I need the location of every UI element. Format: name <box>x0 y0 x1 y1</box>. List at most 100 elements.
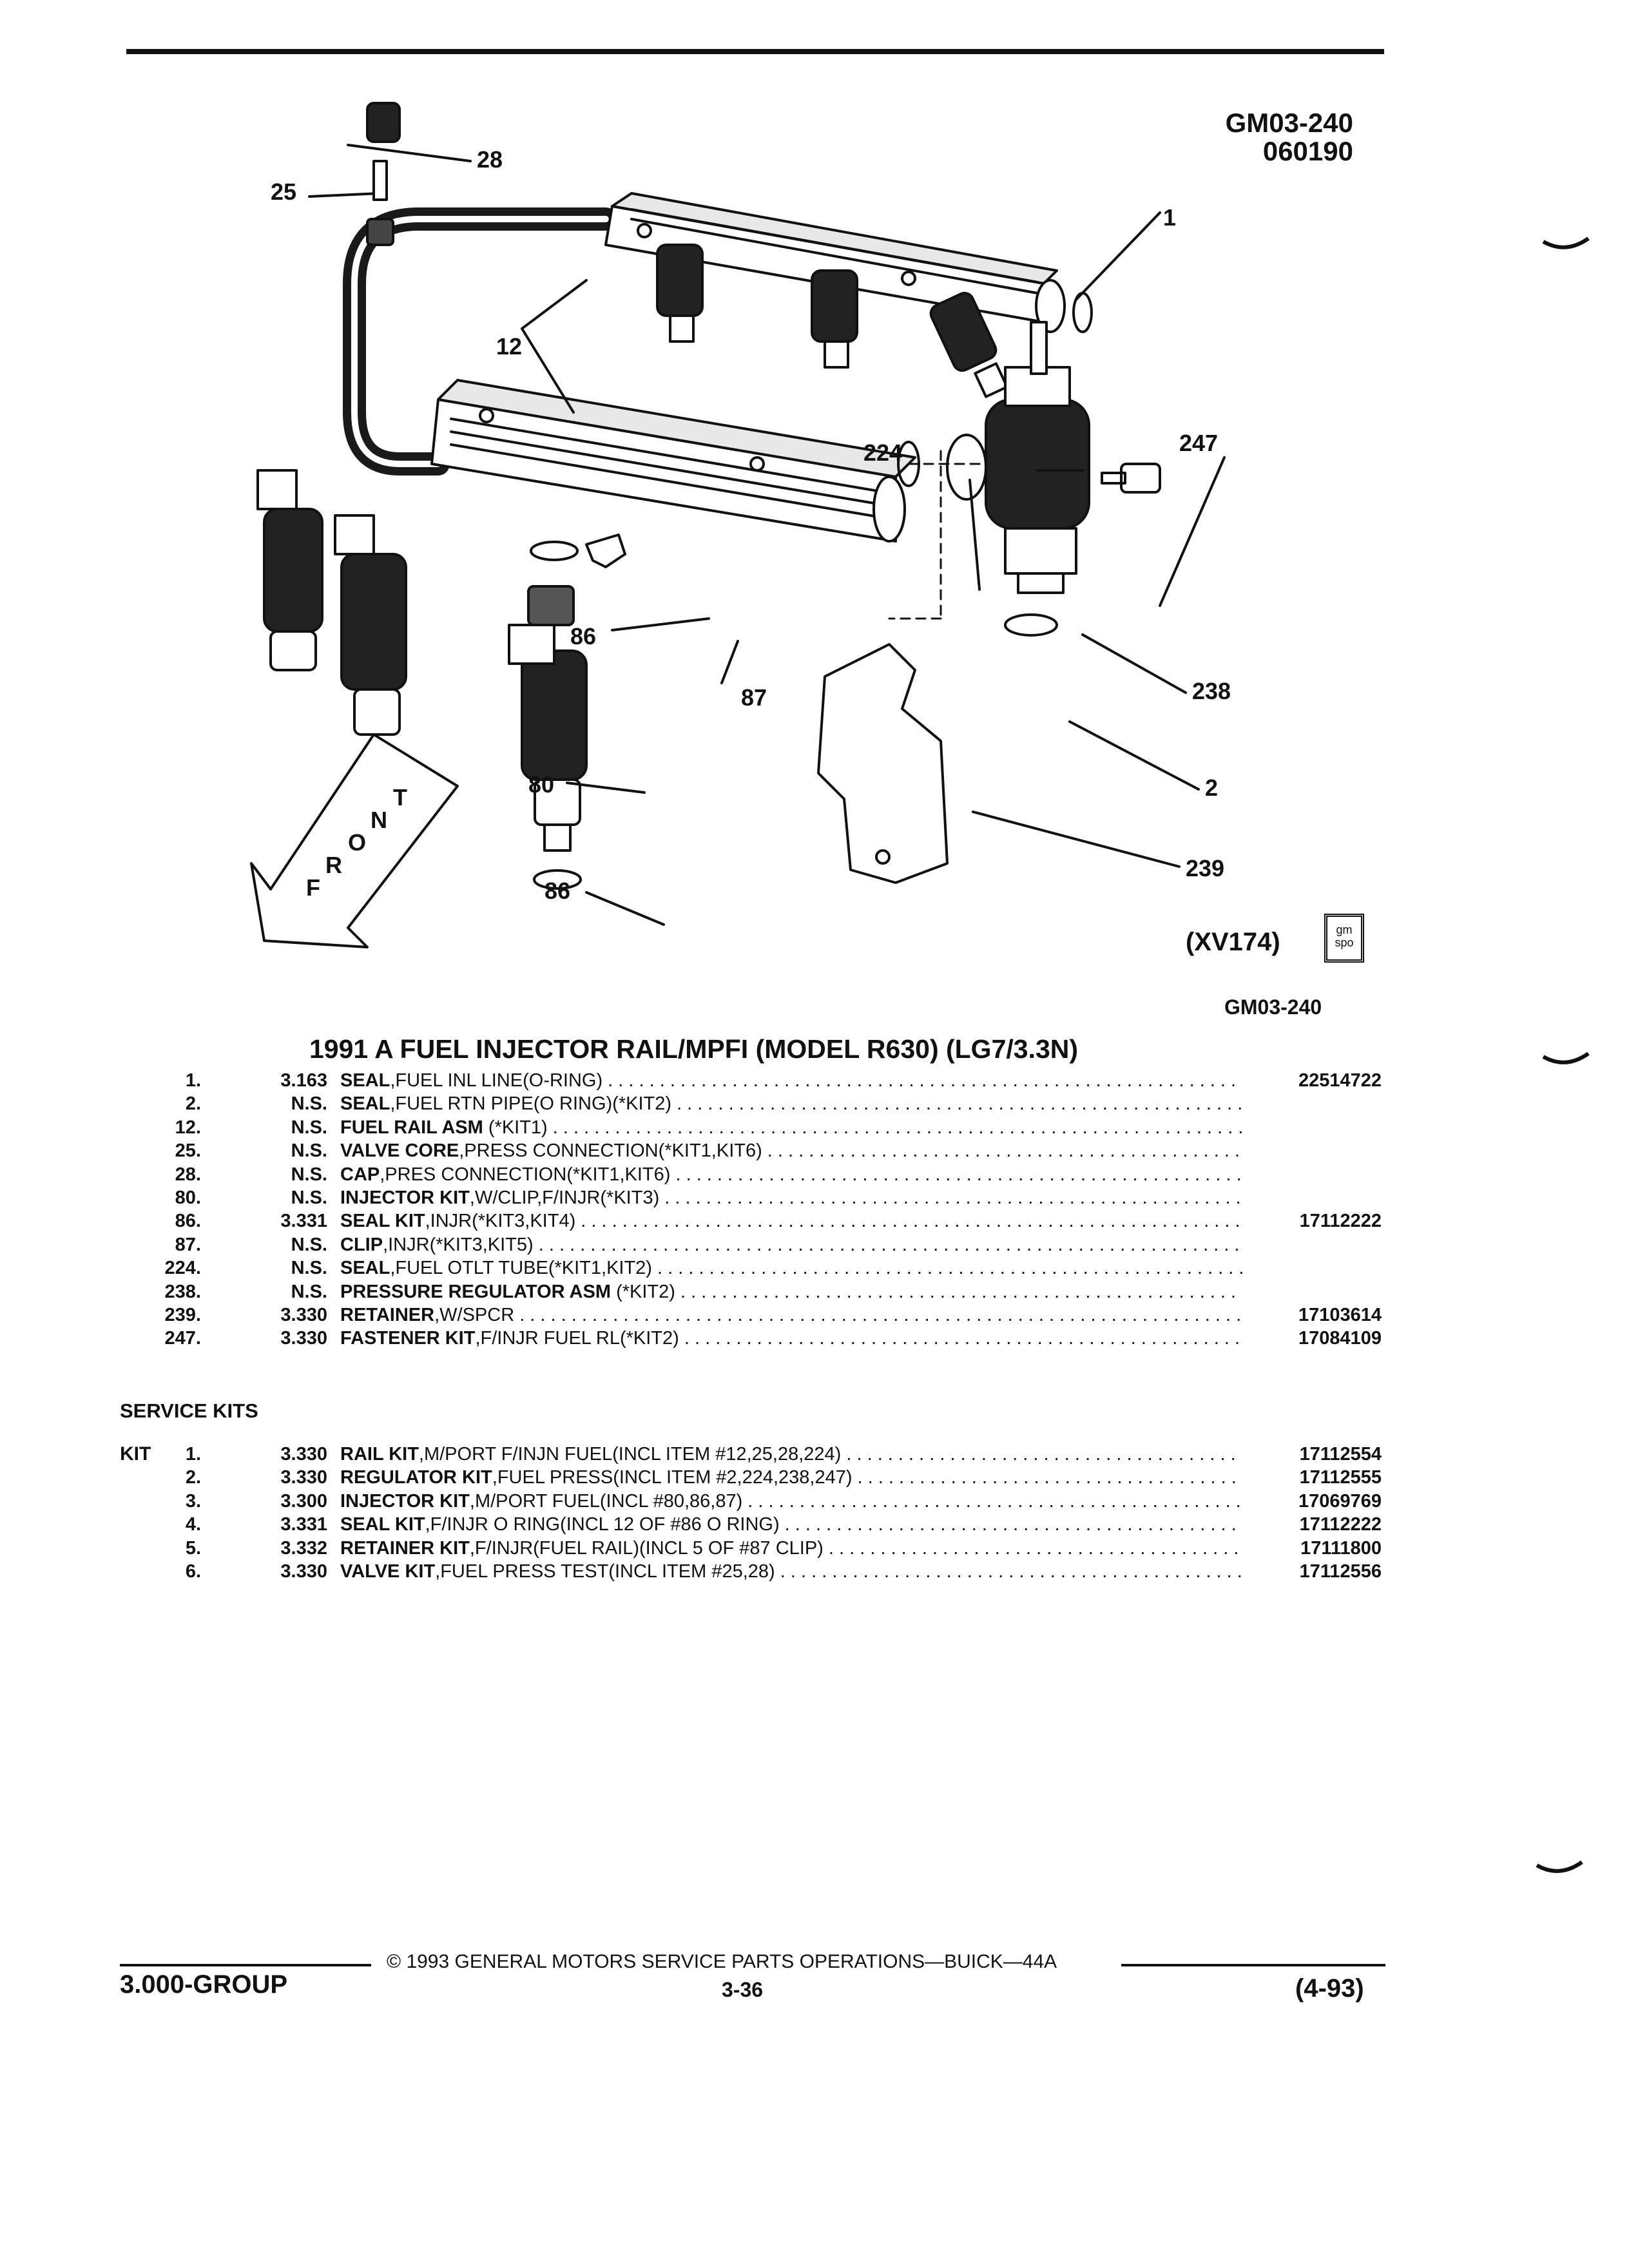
front-arrow <box>250 733 459 948</box>
item-detail: ,INJR(*KIT3,KIT5) <box>383 1234 534 1255</box>
item-group: 3.330 <box>280 1561 327 1582</box>
callout-80: 80 <box>528 771 554 798</box>
item-detail: ,FUEL INL LINE(O-RING) <box>390 1070 603 1091</box>
logo-text-gm: gm <box>1336 923 1353 936</box>
item-description: CAP,PRES CONNECTION(*KIT1,KIT6) <box>340 1164 1242 1186</box>
item-part-number: 17103614 <box>1298 1305 1382 1325</box>
item-name: FUEL RAIL ASM <box>340 1117 483 1138</box>
item-part-number: 22514722 <box>1298 1070 1382 1091</box>
item-name: VALVE KIT <box>340 1561 436 1582</box>
parts-row: 1. 3.163 SEAL,FUEL INL LINE(O-RING) 2251472… <box>0 1070 1629 1092</box>
gmspo-logo-icon: gm spo <box>1324 914 1364 963</box>
header-date: 060190 <box>1262 136 1353 166</box>
item-detail: ,M/PORT F/INJN FUEL(INCL ITEM #12,25,28,… <box>418 1444 842 1465</box>
item-name: PRESSURE REGULATOR ASM <box>340 1281 612 1302</box>
front-letter-n: N <box>371 807 387 833</box>
page-title: 1991 A FUEL INJECTOR RAIL/MPFI (MODEL R6… <box>309 1034 1079 1064</box>
lower-injectors <box>256 469 407 736</box>
parts-row: 224.N.S.SEAL,FUEL OTLT TUBE(*KIT1,KIT2) <box>0 1257 1629 1280</box>
item-name: SEAL <box>340 1093 390 1115</box>
item-detail: ,F/INJR FUEL RL(*KIT2) <box>475 1328 679 1349</box>
parts-row: 28.N.S.CAP,PRES CONNECTION(*KIT1,KIT6) <box>0 1164 1629 1186</box>
parts-row: 87.N.S.CLIP,INJR(*KIT3,KIT5) <box>0 1234 1629 1256</box>
item-detail: ,F/INJR O RING(INCL 12 OF #86 O RING) <box>425 1514 780 1535</box>
item-description: SEAL KIT,INJR(*KIT3,KIT4) <box>340 1210 1242 1233</box>
item-description: RETAINER KIT,F/INJR(FUEL RAIL)(INCL 5 OF… <box>340 1537 1242 1560</box>
logo-text-spo: spo <box>1335 936 1354 949</box>
item-ref: 86. <box>175 1211 201 1232</box>
item-ref: 238. <box>164 1281 201 1302</box>
parts-row: 2. N.S. SEAL,FUEL RTN PIPE(O RING)(*KIT2) <box>0 1093 1629 1115</box>
item-description: SEAL,FUEL RTN PIPE(O RING)(*KIT2) <box>340 1093 1242 1115</box>
footer-group: 3.000-GROUP <box>120 1970 288 1999</box>
item-detail: ,W/CLIP,F/INJR(*KIT3) <box>469 1187 660 1208</box>
diagram-footer-code: GM03-240 <box>1224 995 1322 1019</box>
item-name: FASTENER KIT <box>340 1328 476 1349</box>
callout-87: 87 <box>741 684 767 711</box>
item-detail: ,FUEL RTN PIPE(O RING)(*KIT2) <box>390 1093 672 1115</box>
item-group: 3.331 <box>280 1211 327 1232</box>
item-description: FASTENER KIT,F/INJR FUEL RL(*KIT2) <box>340 1327 1242 1350</box>
item-name: SEAL KIT <box>340 1514 425 1535</box>
item-description: SEAL,FUEL INL LINE(O-RING) <box>340 1070 1242 1092</box>
item-part-number: 17111800 <box>1300 1537 1382 1559</box>
item-ref: 2. <box>185 1467 201 1488</box>
item-name: SEAL KIT <box>340 1211 425 1232</box>
header-code: GM03-240 <box>1225 108 1353 138</box>
item-name: REGULATOR KIT <box>340 1467 492 1488</box>
item-ref: 239. <box>164 1305 201 1325</box>
item-description: VALVE CORE,PRESS CONNECTION(*KIT1,KIT6) <box>340 1140 1242 1162</box>
item-ref: 25. <box>175 1140 201 1162</box>
item-ref: 87. <box>175 1234 201 1255</box>
footer-rule-right <box>1121 1964 1385 1966</box>
item-description: VALVE KIT,FUEL PRESS TEST(INCL ITEM #25,… <box>340 1561 1242 1583</box>
item-part-number: 17112554 <box>1299 1444 1382 1465</box>
item-name: VALVE CORE <box>340 1140 459 1162</box>
item-group: N.S. <box>291 1093 327 1115</box>
item-group: N.S. <box>291 1140 327 1162</box>
item-part-number: 17069769 <box>1298 1490 1382 1512</box>
item-group: N.S. <box>291 1117 327 1138</box>
item-group: N.S. <box>291 1281 327 1302</box>
item-group: 3.163 <box>280 1070 327 1091</box>
pressure-regulator <box>897 321 1161 637</box>
item-part-number: 17112222 <box>1299 1514 1382 1535</box>
item-name: RAIL KIT <box>340 1444 419 1465</box>
item-ref: 6. <box>185 1561 201 1582</box>
item-description: FUEL RAIL ASM (*KIT1) <box>340 1117 1242 1139</box>
parts-row: 25. N.S. VALVE CORE,PRESS CONNECTION(*KIT1… <box>0 1140 1629 1162</box>
item-ref: 247. <box>164 1328 201 1349</box>
item-group: N.S. <box>291 1258 327 1279</box>
callout-224: 224 <box>863 439 902 466</box>
item-group: 3.330 <box>280 1305 327 1325</box>
item-name: SEAL <box>340 1258 390 1279</box>
kit-row: 6. 3.330 VALVE KIT,FUEL PRESS TEST(INCL IT… <box>0 1561 1629 1583</box>
item-name: RETAINER <box>340 1305 435 1325</box>
front-letter-t: T <box>393 784 407 811</box>
callout-1: 1 <box>1163 204 1176 231</box>
item-description: RAIL KIT,M/PORT F/INJN FUEL(INCL ITEM #1… <box>340 1443 1242 1466</box>
item-description: SEAL,FUEL OTLT TUBE(*KIT1,KIT2) <box>340 1257 1242 1280</box>
item-ref: 2. <box>185 1093 201 1115</box>
item-ref: 4. <box>185 1514 201 1535</box>
item-name: INJECTOR KIT <box>340 1187 470 1208</box>
item-ref: 1. <box>185 1070 201 1091</box>
item-group: 3.330 <box>280 1467 327 1488</box>
item-ref: 80. <box>175 1187 201 1208</box>
item-description: INJECTOR KIT,W/CLIP,F/INJR(*KIT3) <box>340 1187 1242 1209</box>
item-name: RETAINER KIT <box>340 1537 470 1559</box>
parts-diagram: 28 25 1 12 224 247 86 87 238 80 2 239 86… <box>245 90 1405 973</box>
callout-247: 247 <box>1179 430 1218 456</box>
front-letter-o: O <box>348 829 366 856</box>
item-part-number: 17084109 <box>1298 1328 1382 1349</box>
item-detail: (*KIT1) <box>483 1117 548 1138</box>
item-group: 3.330 <box>280 1444 327 1465</box>
item-name: CAP <box>340 1164 380 1185</box>
illustration-code: (XV174) <box>1186 928 1280 956</box>
item-part-number: 17112222 <box>1299 1211 1382 1232</box>
parts-row: 238.N.S.PRESSURE REGULATOR ASM (*KIT2) <box>0 1281 1629 1303</box>
